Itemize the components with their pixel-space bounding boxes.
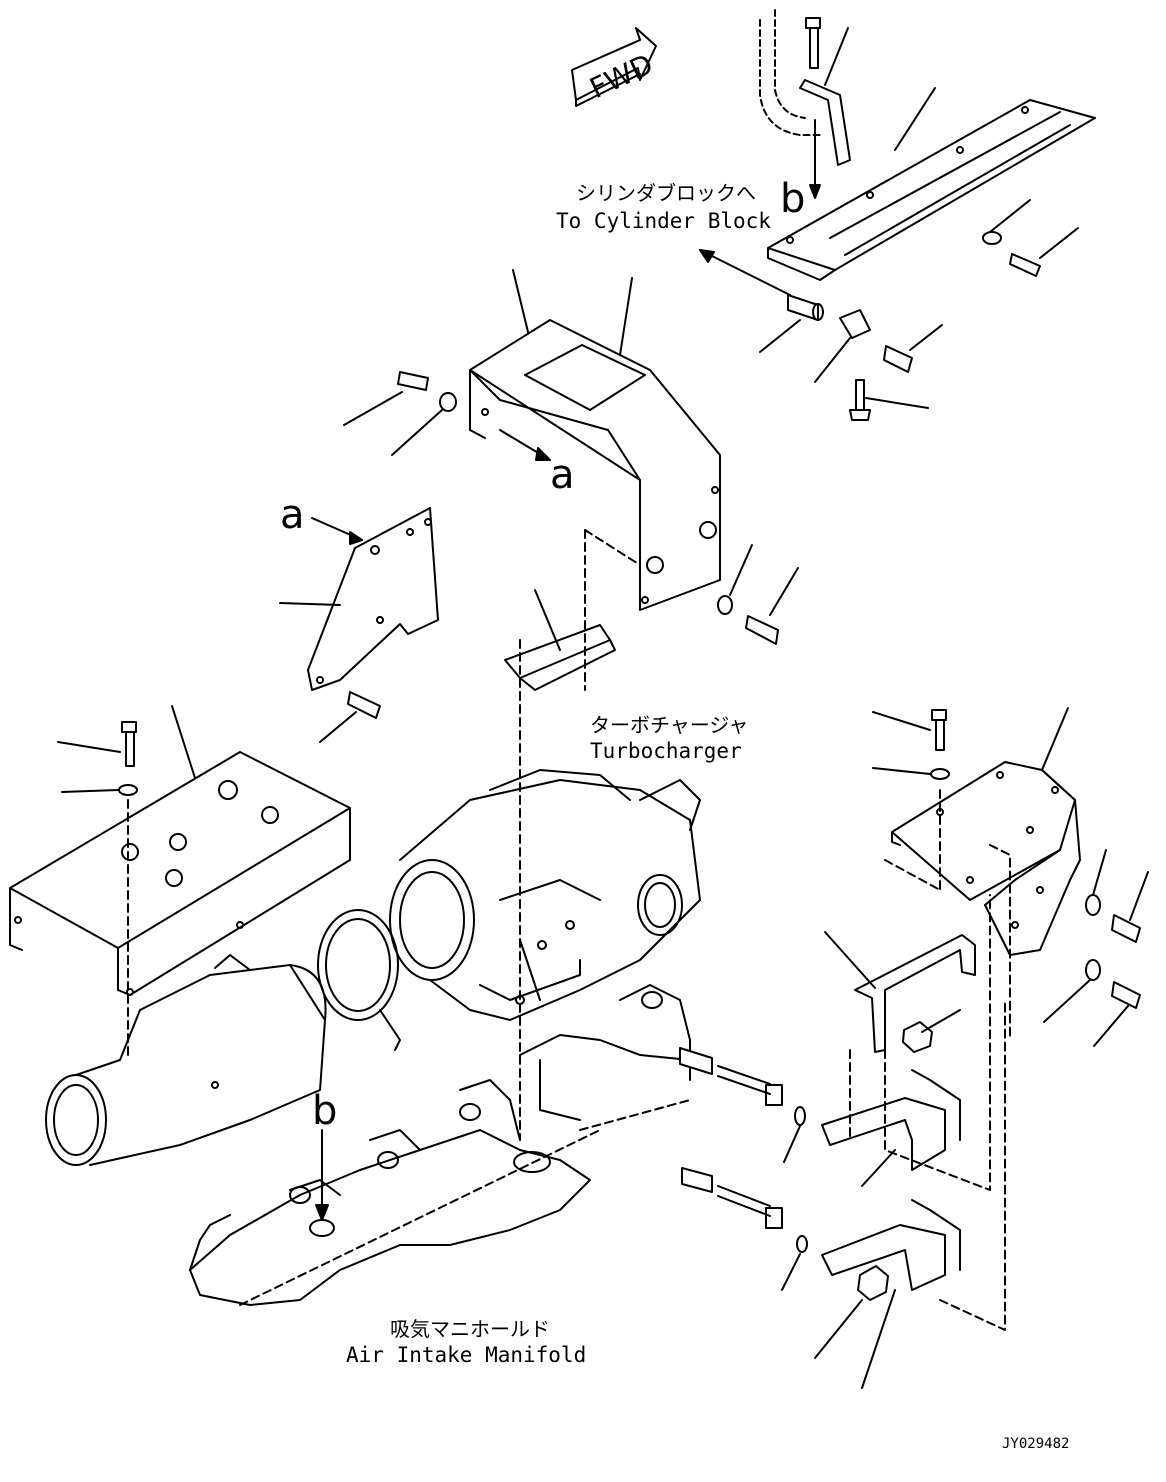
callout-b-manifold: b xyxy=(312,1088,337,1134)
bolt-r2 xyxy=(883,324,943,373)
small-clip xyxy=(814,309,871,383)
bolt-right-shield-top xyxy=(872,709,947,751)
drawing-code: JY029482 xyxy=(1002,1436,1069,1452)
washer-right-2 xyxy=(1043,959,1101,1023)
air-intake-manifold xyxy=(189,639,691,1306)
callout-a-plate: a xyxy=(280,492,305,538)
label-cylinder-block-jp: シリンダブロックへ xyxy=(576,181,756,205)
nut-lower xyxy=(814,1265,889,1359)
bolt-plate-a xyxy=(319,691,381,743)
turbocharger xyxy=(389,769,701,1021)
stud-lower xyxy=(681,1167,808,1291)
u-bracket-lower xyxy=(821,1199,961,1389)
bracket-right-mid xyxy=(824,931,976,1053)
bolt-r1 xyxy=(1009,227,1079,277)
left-heat-shield xyxy=(9,705,351,996)
washer-left-shield xyxy=(61,784,138,1061)
cylinder-block-rail-bracket xyxy=(767,87,1096,281)
bolt-right-1 xyxy=(1111,871,1149,943)
label-turbocharger-en: Turbocharger xyxy=(590,739,742,763)
hook-bracket-top xyxy=(759,9,851,166)
label-cylinder-block-en: To Cylinder Block xyxy=(556,209,771,233)
bolt-upper-left xyxy=(343,371,429,426)
bolt-r3 xyxy=(849,379,929,421)
washer-upper-left xyxy=(391,392,457,456)
upper-heat-shield xyxy=(469,269,721,611)
nut-right xyxy=(902,1009,961,1053)
washer-upper-right xyxy=(717,544,753,615)
label-turbocharger-jp: ターボチャージャ xyxy=(590,713,748,737)
washer-right-1 xyxy=(1085,849,1107,916)
washer-r1 xyxy=(982,199,1031,245)
bolt-right-2 xyxy=(1093,981,1141,1047)
label-intake-manifold-jp: 吸気マニホールド xyxy=(390,1317,550,1341)
stud-upper xyxy=(679,1047,806,1163)
callout-a-shield: a xyxy=(550,452,575,498)
bolt-upper-right xyxy=(745,567,799,645)
bolt-left-shield xyxy=(57,721,137,767)
bolt-top xyxy=(805,17,821,199)
callout-b-top: b xyxy=(780,176,805,222)
spacer-right xyxy=(699,249,824,353)
plate-a xyxy=(279,507,439,691)
right-heat-shield xyxy=(884,707,1081,1041)
turbo-bracket xyxy=(504,529,641,691)
v-band-clamp xyxy=(317,909,401,1051)
fwd-arrow-icon: FWD xyxy=(571,27,658,107)
u-bracket-upper xyxy=(821,1069,961,1187)
washer-right-shield-top xyxy=(872,767,950,780)
exhaust-pipe-left xyxy=(45,954,327,1166)
label-intake-manifold-en: Air Intake Manifold xyxy=(346,1343,586,1367)
